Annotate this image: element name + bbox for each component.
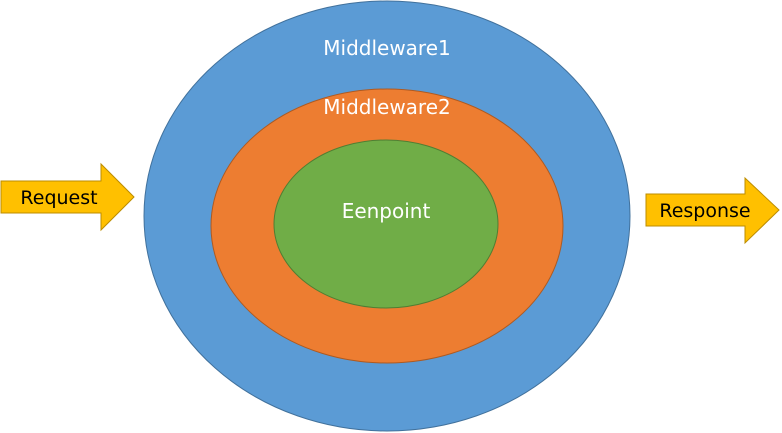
response-arrow-shape [645, 176, 780, 245]
response-label: Response [659, 200, 750, 222]
middleware2-label: Middleware2 [323, 95, 451, 119]
endpoint-ring [273, 139, 499, 309]
middleware1-label: Middleware1 [323, 36, 451, 60]
endpoint-label: Eenpoint [342, 199, 431, 223]
request-label: Request [20, 187, 97, 209]
response-arrow: Response [645, 176, 780, 245]
request-arrow: Request [0, 162, 135, 232]
request-arrow-shape [0, 162, 135, 232]
